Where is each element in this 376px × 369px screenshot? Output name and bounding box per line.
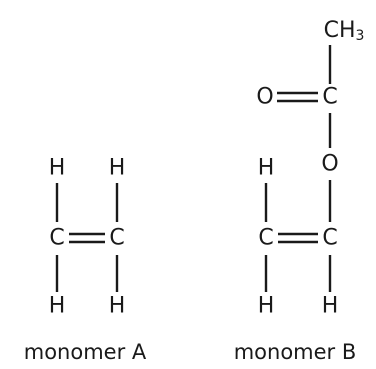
monomer-a-structure: H H C C H H (49, 156, 126, 319)
monomer-b-caption: monomer B (234, 340, 357, 364)
monomer-a-h-bottom-left: H (49, 294, 66, 319)
monomer-a-c-right: C (109, 226, 124, 251)
monomer-a-h-top-left: H (49, 156, 66, 181)
monomer-a-h-top-right: H (109, 156, 126, 181)
monomer-b-h-bottom-right: H (322, 294, 339, 319)
monomer-b-h-top-left: H (258, 156, 275, 181)
monomer-b-c-carbonyl: C (322, 85, 337, 110)
monomer-b-o-carbonyl: O (256, 85, 273, 110)
monomer-b-structure: CH3 O C O H C C H H (256, 18, 364, 319)
monomer-b-h-bottom-left: H (258, 294, 275, 319)
monomer-b-c-right: C (322, 226, 337, 251)
monomer-b-ch3-group: CH3 (324, 18, 365, 45)
monomer-a-c-left: C (49, 226, 64, 251)
monomer-b-ch3-label: CH (324, 18, 356, 43)
monomer-b-ch3-subscript: 3 (355, 28, 364, 44)
monomer-b-o-ester: O (321, 152, 338, 177)
monomer-b-c-left: C (258, 226, 273, 251)
monomer-a-h-bottom-right: H (109, 294, 126, 319)
monomer-a-caption: monomer A (24, 340, 147, 364)
